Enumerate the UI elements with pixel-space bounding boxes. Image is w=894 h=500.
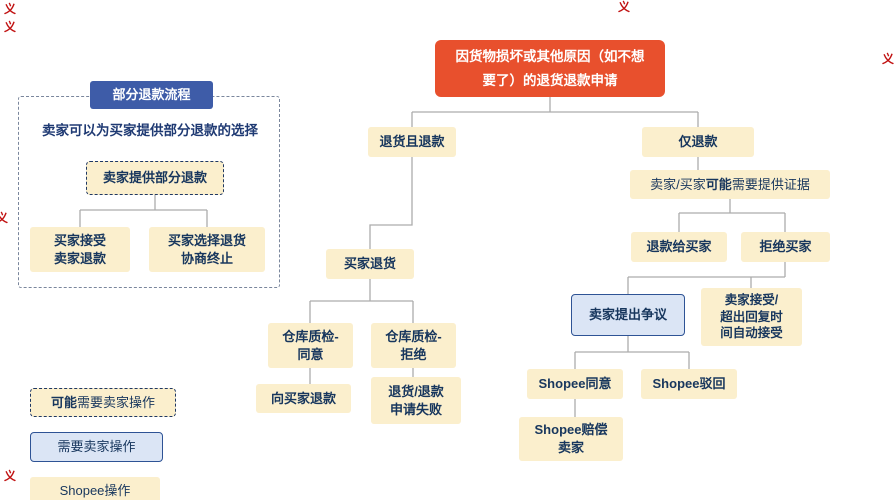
watermark-icon: 义 [4,2,17,16]
flow-node-warehouse-qc-reject: 仓库质检- 拒绝 [371,323,456,368]
evidence-text-bold: 可能 [705,176,732,192]
flow-node-seller-offers-partial-refund: 卖家提供部分退款 [86,161,224,195]
legend-maybe-bold: 可能 [50,394,77,410]
watermark-icon: 义 [4,469,17,483]
flow-node-return-and-refund: 退货且退款 [368,127,456,157]
watermark-icon: 义 [4,20,17,34]
flow-node-root: 因货物损坏或其他原因（如不想 要了）的退货退款申请 [435,40,665,97]
flow-node-seller-raises-dispute: 卖家提出争议 [571,294,685,336]
flow-node-buyer-accepts-refund: 买家接受 卖家退款 [30,227,130,272]
flow-node-seller-accepts-auto-accept: 卖家接受/ 超出回复时 间自动接受 [701,288,802,346]
watermark-icon: 义 [0,211,9,225]
legend-shopee-action: Shopee操作 [30,477,160,500]
flow-node-buyer-chooses-return-negotiation-ends: 买家选择退货 协商终止 [149,227,265,272]
flow-node-shopee-rejects: Shopee驳回 [641,369,737,399]
flow-node-evidence-may-be-required: 卖家/买家可能需要提供证据 [630,170,830,199]
flow-node-warehouse-qc-agree: 仓库质检- 同意 [268,323,353,368]
partial-refund-subtitle: 卖家可以为买家提供部分退款的选择 [42,123,258,138]
flow-node-refund-to-buyer-mid: 向买家退款 [256,384,351,413]
flow-node-buyer-returns-goods: 买家退货 [326,249,414,279]
flow-node-shopee-agrees: Shopee同意 [527,369,623,399]
partial-refund-panel-title: 部分退款流程 [90,81,213,109]
flow-node-refund-to-buyer: 退款给买家 [631,232,727,262]
flow-node-shopee-compensates-seller: Shopee赔偿 卖家 [519,417,623,461]
legend-maybe-seller-action: 可能需要卖家操作 [30,388,176,417]
flow-node-request-failed: 退货/退款 申请失败 [371,377,461,424]
watermark-icon: 义 [618,0,631,14]
evidence-text-pre: 卖家/买家 [650,176,706,192]
flow-node-reject-buyer: 拒绝买家 [741,232,830,262]
legend-need-seller-action: 需要卖家操作 [30,432,163,462]
flow-node-refund-only: 仅退款 [642,127,754,157]
evidence-text-post: 需要提供证据 [731,176,810,192]
legend-maybe-post: 需要卖家操作 [77,394,156,410]
watermark-icon: 义 [882,52,894,66]
